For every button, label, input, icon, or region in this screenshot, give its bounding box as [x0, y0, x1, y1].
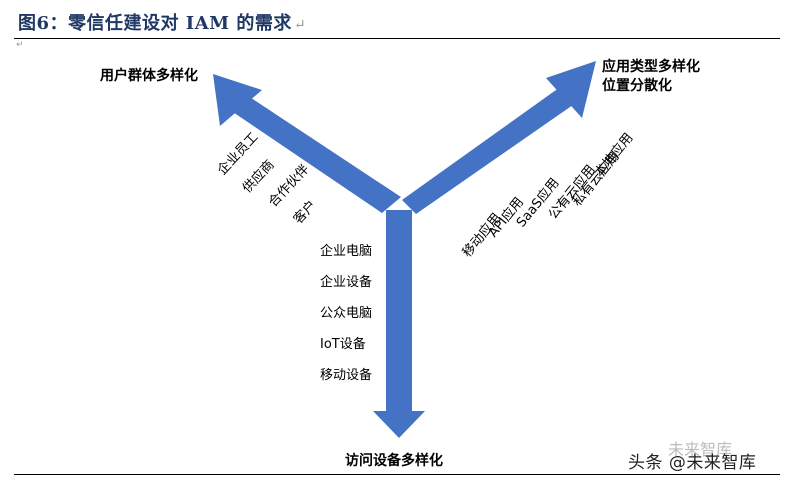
- bottom-item-enterprise-pc: 企业电脑: [320, 244, 373, 259]
- paragraph-mark: ↵: [293, 17, 307, 33]
- figure-title: 图6：零信任建设对 IAM 的需求↵: [18, 9, 306, 35]
- arrows: [213, 61, 596, 438]
- watermark-text: 头条 @未来智库: [628, 453, 757, 473]
- bottom-item-public-pc: 公众电脑: [320, 306, 373, 321]
- left-arrow-head: [213, 74, 262, 126]
- paragraph-mark-small: ↵: [16, 40, 24, 50]
- watermark: 头条 @未来智库: [628, 448, 756, 473]
- left-heading: 用户群体多样化: [100, 68, 198, 84]
- watermark-ghost: 未来智库: [668, 440, 733, 459]
- bottom-rule: [14, 474, 780, 475]
- title-rule: [14, 38, 780, 39]
- right-arrow-shaft: [402, 80, 583, 214]
- right-heading-line2: 位置分散化: [602, 78, 672, 94]
- bottom-item-mobile-device: 移动设备: [320, 368, 373, 383]
- bottom-heading: 访问设备多样化: [345, 453, 443, 469]
- right-arrow-head: [546, 61, 596, 118]
- bottom-item-iot-device: IoT设备: [320, 337, 366, 352]
- left-arrow-shaft: [224, 88, 401, 213]
- center-arrow-shaft: [386, 210, 412, 411]
- center-arrow-head: [373, 411, 425, 438]
- right-heading-line1: 应用类型多样化: [602, 59, 700, 75]
- figure-title-text: 图6：零信任建设对 IAM 的需求: [18, 13, 292, 34]
- bottom-item-enterprise-device: 企业设备: [320, 275, 373, 290]
